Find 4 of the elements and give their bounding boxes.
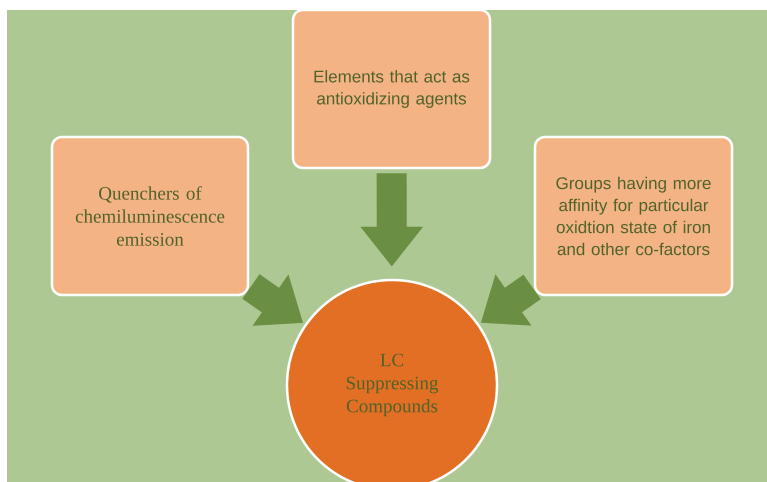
circle-node: LC Suppressing Compounds [286,278,498,482]
process-box: Quenchers of chemiluminescence emission [50,136,250,296]
process-box: Groups having more affinity for particular oxidtion state of iron and other co-factors [534,136,734,296]
process-box: Elements that act as antioxidizing agents [292,8,492,170]
